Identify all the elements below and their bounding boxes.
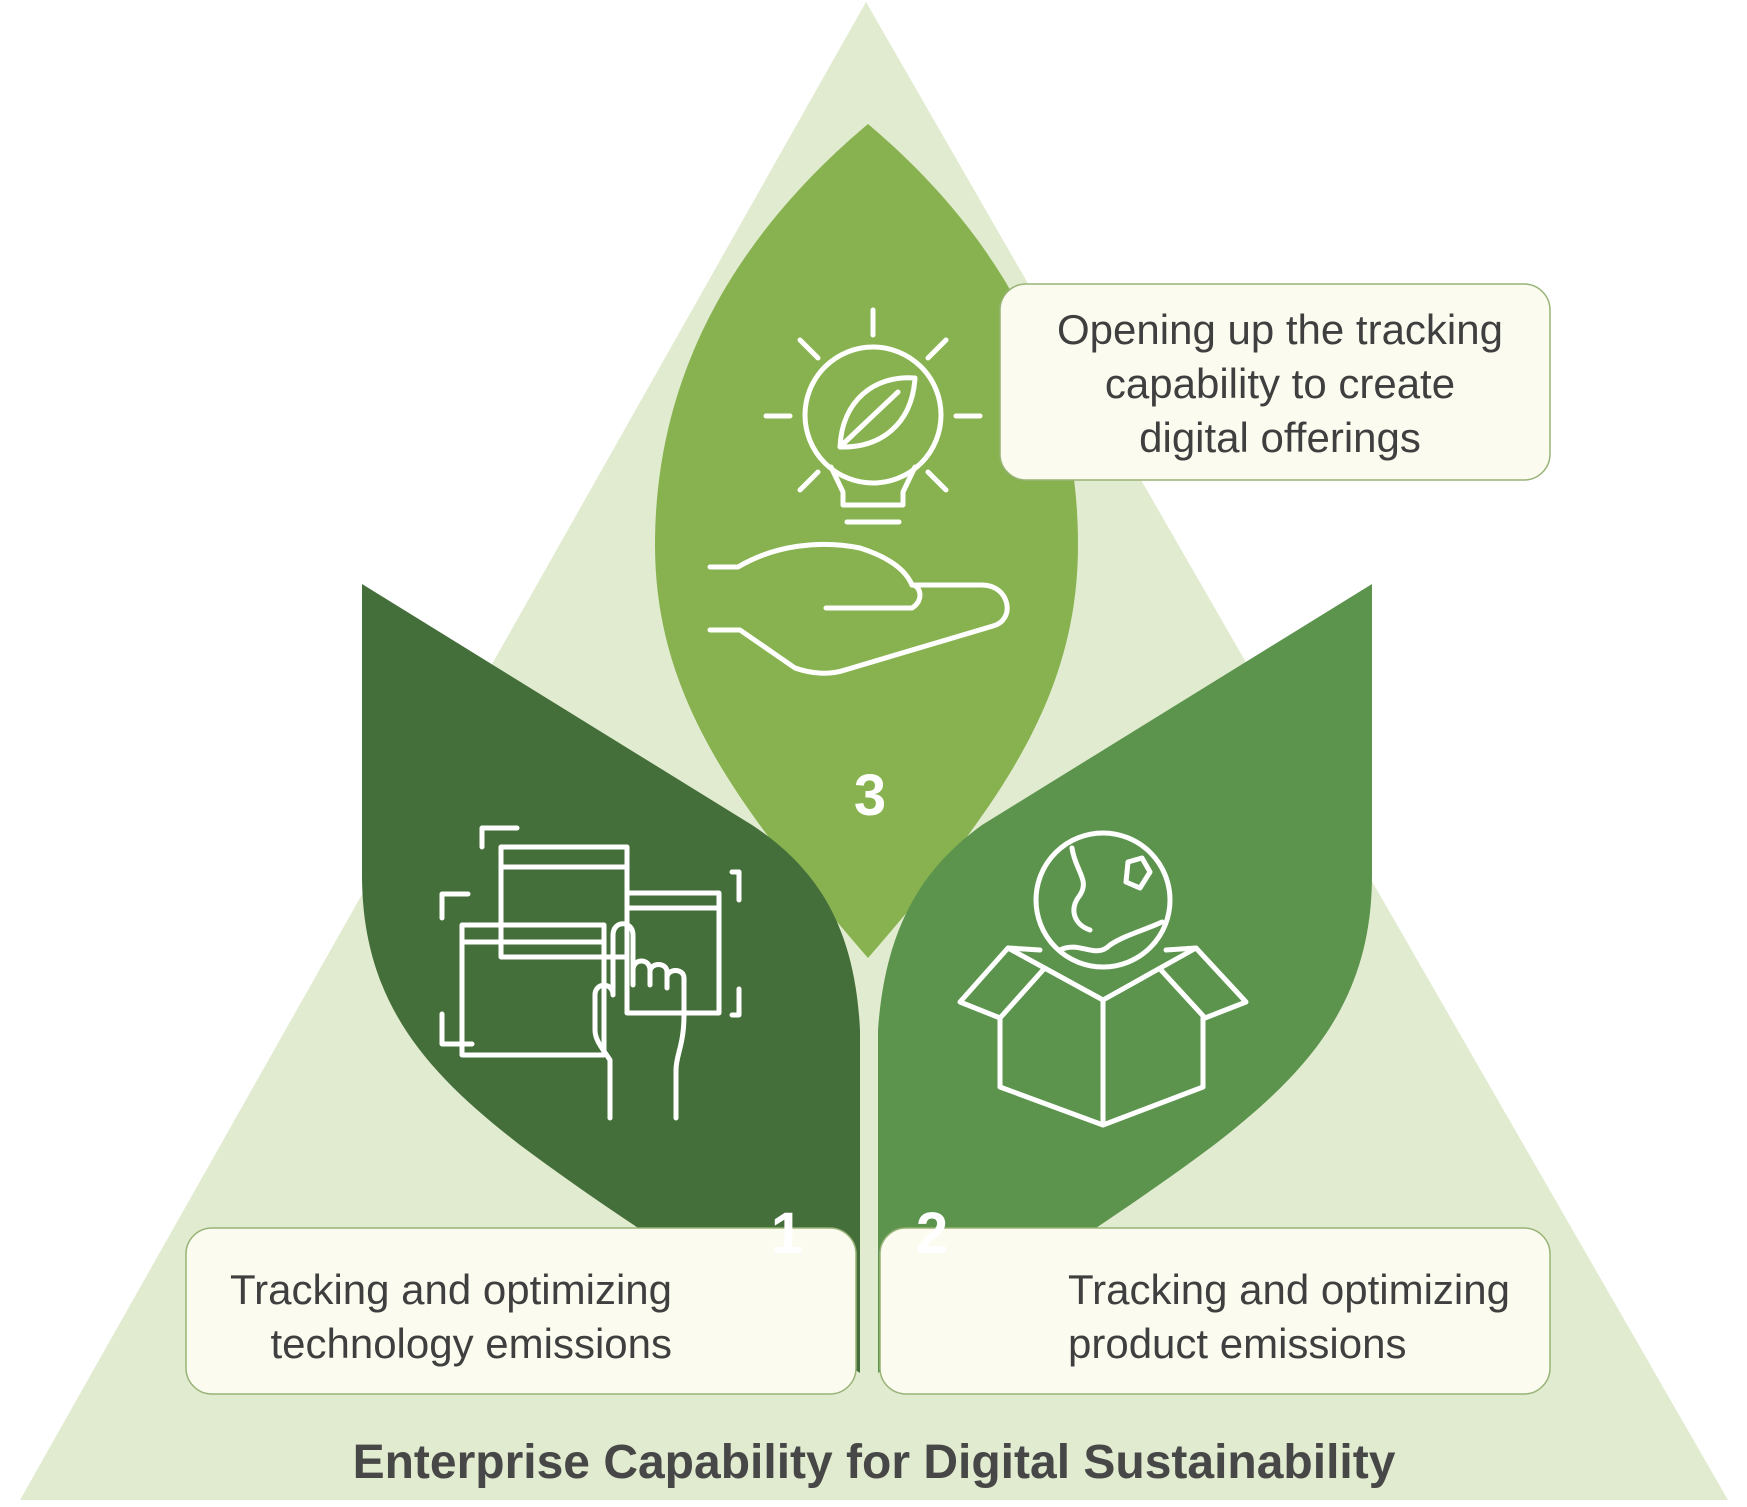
caption-1-line-1: Tracking and optimizing: [230, 1266, 672, 1313]
pillar-1-number: 1: [771, 1201, 803, 1266]
windows-touch-icon: [439, 825, 742, 1121]
lightbulb-hand-icon: [707, 307, 1010, 676]
caption-3-line-1: Opening up the tracking: [1057, 306, 1503, 353]
caption-2-line-2: product emissions: [1068, 1320, 1406, 1367]
caption-2-line-1: Tracking and optimizing: [1068, 1266, 1510, 1313]
pillar-2-number: 2: [916, 1201, 948, 1266]
globe-box-icon: [957, 830, 1249, 1128]
pillar-3-number: 3: [854, 763, 886, 828]
callout-box-3: [999, 283, 1551, 481]
leaf-2: [878, 584, 1372, 1373]
callout-box-2: [879, 1227, 1551, 1395]
leaf-3: [655, 124, 1078, 958]
callout-box-1: [185, 1227, 857, 1395]
caption-3-line-2: capability to create: [1105, 360, 1455, 407]
diagram-title: Enterprise Capability for Digital Sustai…: [353, 1436, 1396, 1489]
caption-3-line-3: digital offerings: [1139, 414, 1421, 461]
caption-1-line-2: technology emissions: [270, 1320, 672, 1367]
